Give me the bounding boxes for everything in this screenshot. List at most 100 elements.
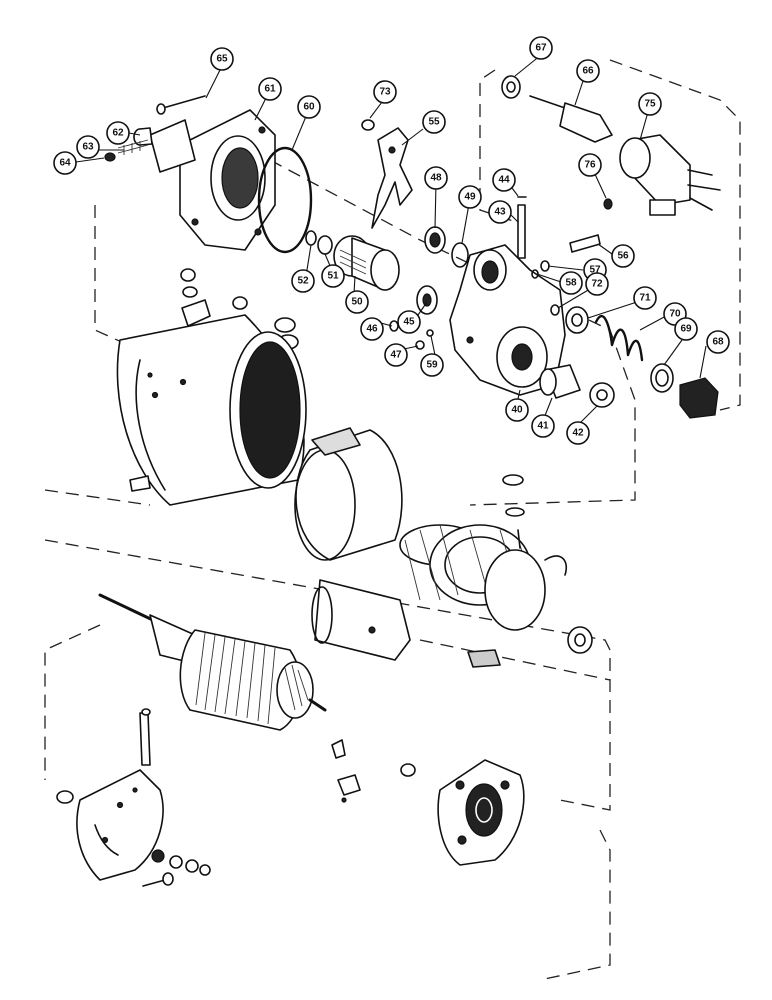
brush-hardware [331, 739, 416, 803]
pin-43 [517, 204, 526, 259]
svg-text:59: 59 [426, 360, 438, 371]
callout-76: 76 [578, 153, 602, 177]
shift-lever [371, 127, 413, 229]
svg-text:55: 55 [428, 117, 440, 128]
callouts: 65 61 60 62 63 64 73 55 67 66 75 76 44 4… [53, 36, 730, 445]
washer-45 [416, 285, 438, 315]
callout-61: 61 [258, 77, 282, 101]
callout-75: 75 [638, 92, 662, 116]
pin-56 [569, 234, 601, 253]
svg-text:76: 76 [584, 160, 596, 171]
callout-41: 41 [531, 414, 555, 438]
callout-51: 51 [321, 264, 345, 288]
callout-40: 40 [505, 398, 529, 422]
insulator-plate [467, 649, 501, 668]
seal-48 [424, 226, 446, 254]
spring-70 [594, 314, 644, 362]
svg-text:68: 68 [712, 337, 724, 348]
callout-64: 64 [53, 151, 77, 175]
washer-frame [567, 626, 593, 654]
svg-text:43: 43 [494, 207, 506, 218]
plug-end [56, 790, 74, 804]
commutator-end-frame [437, 759, 525, 866]
washer-47 [415, 340, 425, 350]
callout-65: 65 [210, 47, 234, 71]
washer-67 [501, 75, 521, 99]
armature [98, 593, 327, 731]
pin-73 [361, 119, 375, 131]
callout-68: 68 [706, 330, 730, 354]
svg-text:46: 46 [366, 324, 378, 335]
svg-text:49: 49 [464, 192, 476, 203]
svg-text:44: 44 [498, 175, 510, 186]
washer-76 [603, 198, 613, 210]
cap-68 [679, 377, 719, 419]
seal-69 [650, 363, 674, 393]
callout-47: 47 [384, 343, 408, 367]
nose-housing [149, 109, 276, 251]
callout-45: 45 [397, 310, 421, 334]
svg-text:66: 66 [582, 66, 594, 77]
through-bolt [139, 708, 151, 766]
svg-text:69: 69 [680, 324, 692, 335]
o-ring-49 [451, 242, 469, 268]
drive-housing-40 [449, 244, 566, 396]
svg-text:51: 51 [327, 271, 339, 282]
callout-72: 72 [585, 272, 609, 296]
callout-71: 71 [633, 286, 657, 310]
svg-text:60: 60 [303, 102, 315, 113]
callout-67: 67 [529, 36, 553, 60]
callout-50: 50 [345, 290, 369, 314]
svg-text:67: 67 [535, 43, 547, 54]
svg-text:75: 75 [644, 99, 656, 110]
callout-73: 73 [373, 80, 397, 104]
washer-42 [589, 382, 615, 408]
svg-text:58: 58 [565, 278, 577, 289]
drive-assembly-50 [333, 235, 400, 291]
callout-59: 59 [420, 353, 444, 377]
field-frame [116, 314, 307, 506]
svg-text:40: 40 [511, 405, 523, 416]
callout-49: 49 [458, 185, 482, 209]
callout-56: 56 [611, 244, 635, 268]
svg-text:71: 71 [639, 293, 651, 304]
svg-text:48: 48 [430, 173, 442, 184]
svg-text:42: 42 [572, 428, 584, 439]
washer-51 [317, 235, 333, 255]
callout-43: 43 [488, 200, 512, 224]
callout-48: 48 [424, 166, 448, 190]
washer-59 [426, 329, 434, 337]
plug-64 [104, 152, 116, 162]
svg-text:50: 50 [351, 297, 363, 308]
o-ring-60 [257, 146, 313, 254]
svg-text:41: 41 [537, 421, 549, 432]
svg-text:72: 72 [591, 279, 603, 290]
svg-text:47: 47 [390, 350, 402, 361]
svg-text:70: 70 [669, 309, 681, 320]
plunger-66 [529, 95, 613, 143]
washer-72 [550, 304, 560, 316]
svg-text:65: 65 [216, 54, 228, 65]
armature-group-boundary [44, 489, 611, 811]
solenoid-switch-75 [619, 134, 721, 216]
insulator-band [294, 427, 403, 561]
bushing-41 [539, 364, 581, 399]
callout-66: 66 [576, 59, 600, 83]
callout-58: 58 [559, 271, 583, 295]
washer-set [151, 849, 211, 876]
callout-63: 63 [76, 135, 100, 159]
svg-text:57: 57 [589, 265, 601, 276]
svg-text:45: 45 [403, 317, 415, 328]
callout-69: 69 [674, 317, 698, 341]
svg-text:64: 64 [59, 158, 71, 169]
svg-text:56: 56 [617, 251, 629, 262]
svg-text:62: 62 [112, 128, 124, 139]
svg-text:63: 63 [82, 142, 94, 153]
callout-42: 42 [566, 421, 590, 445]
end-frame-group-boundary [44, 624, 611, 981]
end-cover-plate [76, 769, 164, 881]
svg-text:52: 52 [297, 276, 309, 287]
callout-44: 44 [492, 168, 516, 192]
field-coils [399, 474, 567, 631]
